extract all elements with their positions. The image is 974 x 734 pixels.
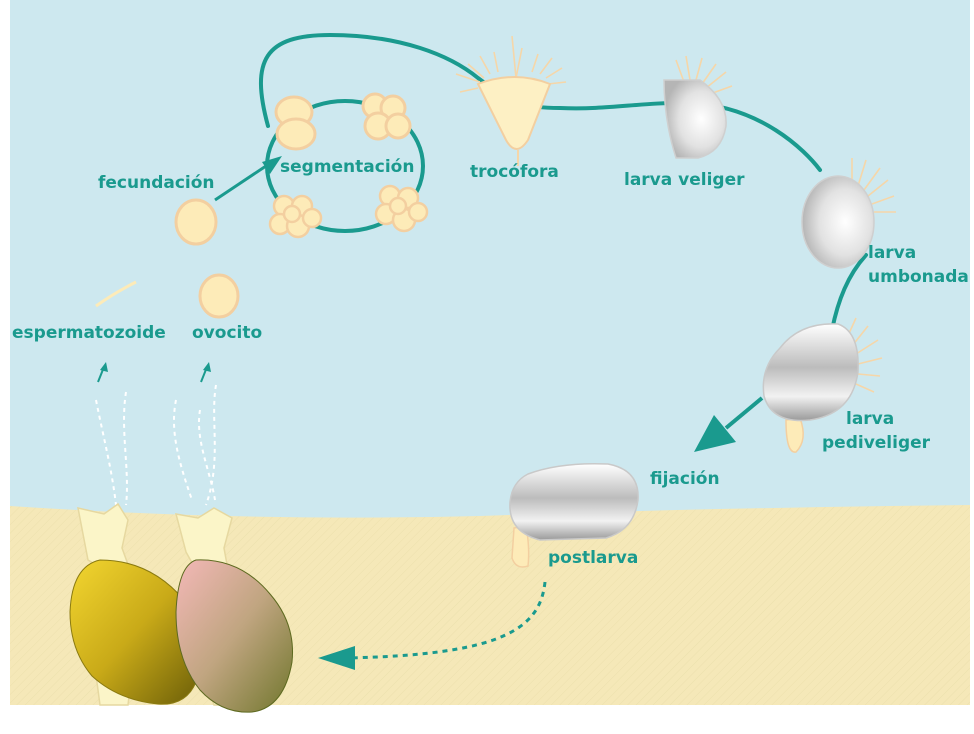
label-larva-pediveliger-line2: pediveliger: [822, 434, 930, 454]
label-trocofora: trocófora: [470, 163, 559, 183]
label-fijacion: fijación: [650, 470, 720, 490]
fertilized-egg: [176, 200, 216, 244]
label-postlarva: postlarva: [548, 549, 638, 569]
label-larva-veliger: larva veliger: [624, 171, 745, 191]
label-fecundacion: fecundación: [98, 174, 215, 194]
label-larva-umbonada-line1: larva: [868, 244, 916, 264]
label-larva-umbonada-line2: umbonada: [868, 268, 969, 288]
ovocyte-cell: [200, 275, 238, 317]
label-ovocito: ovocito: [192, 324, 262, 344]
two-cell-stage: [276, 97, 315, 149]
label-espermatozoide: espermatozoide: [12, 324, 166, 344]
label-larva-pediveliger-line1: larva: [846, 410, 894, 430]
label-segmentacion: segmentación: [280, 158, 414, 178]
four-cell-stage: [363, 94, 410, 139]
